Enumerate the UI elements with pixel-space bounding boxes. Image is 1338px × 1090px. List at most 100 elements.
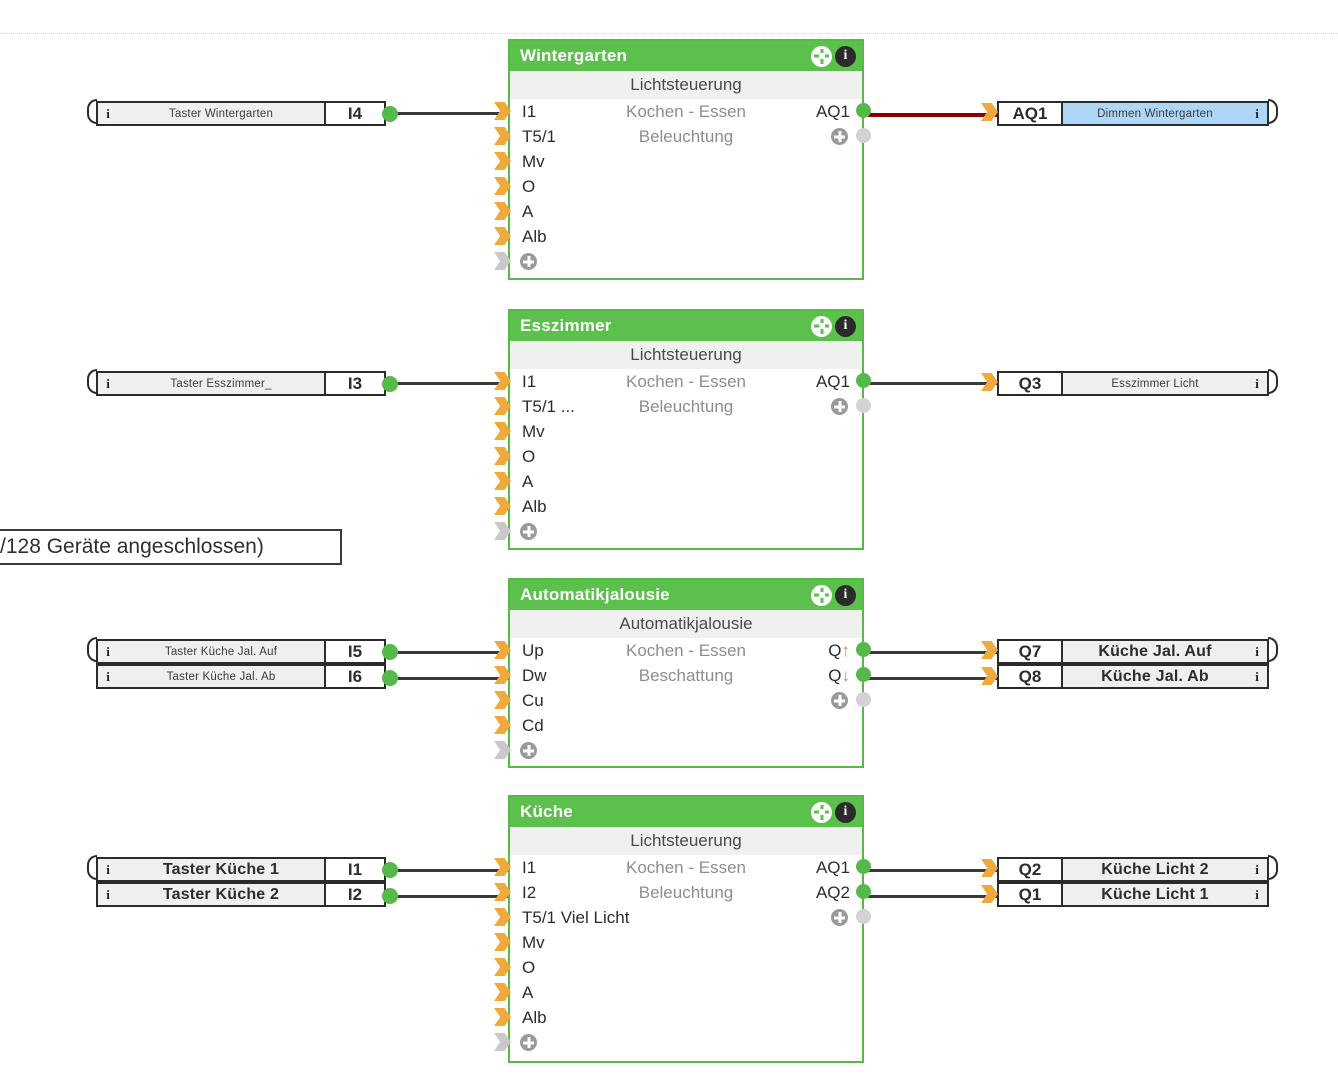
info-icon[interactable]: i [98, 103, 118, 124]
input-pin-label[interactable]: I2 [522, 883, 537, 902]
output-pin-label[interactable]: AQ1 [815, 372, 850, 391]
input-pin-label[interactable]: A [522, 983, 534, 1002]
info-icon[interactable]: i [835, 801, 856, 823]
wire-w-in-kueche2[interactable] [388, 895, 508, 898]
add-pin-icon[interactable] [520, 253, 537, 270]
block-input-terminal-add[interactable] [494, 252, 511, 270]
block-input-terminal[interactable] [494, 127, 511, 145]
output-pin[interactable] [382, 106, 398, 122]
input-pin-label[interactable]: Mv [522, 933, 545, 952]
info-icon[interactable]: i [835, 315, 856, 337]
output-terminal-id[interactable]: Q2 [999, 859, 1063, 880]
block-input-terminal-add[interactable] [494, 522, 511, 540]
input-pin-label[interactable]: Mv [522, 422, 545, 441]
wire-w-out-wintergarten[interactable] [868, 113, 998, 117]
block-input-terminal[interactable] [494, 958, 511, 976]
input-pin-label[interactable]: Alb [522, 1008, 547, 1027]
output-pin-label[interactable]: AQ1 [815, 858, 850, 877]
input-pin-label[interactable]: O [522, 177, 536, 196]
block-input-terminal[interactable] [494, 372, 511, 390]
output-pin-label[interactable]: Q↓ [828, 666, 850, 685]
block-input-terminal[interactable] [494, 858, 511, 876]
block-input-terminal[interactable] [494, 666, 511, 684]
move-handle-icon[interactable] [811, 801, 832, 823]
block-input-terminal[interactable] [494, 202, 511, 220]
add-pin-icon[interactable] [831, 692, 848, 709]
info-icon[interactable]: i [1247, 859, 1267, 880]
info-icon[interactable]: i [98, 884, 118, 905]
output-pin[interactable] [382, 888, 398, 904]
input-terminal-arrow[interactable] [981, 667, 998, 685]
input-terminal-id[interactable]: I5 [324, 641, 384, 662]
input-pin-label[interactable]: T5/1 [522, 127, 557, 146]
block-input-terminal[interactable] [494, 152, 511, 170]
block-output-pin-add[interactable] [856, 398, 871, 413]
input-pin-label[interactable]: I1 [522, 858, 537, 877]
info-icon[interactable]: i [1247, 884, 1267, 905]
wire-w-in-jal-auf[interactable] [388, 651, 508, 654]
output-pin-label[interactable]: Q↑ [828, 641, 850, 660]
output-pin[interactable] [382, 670, 398, 686]
info-icon[interactable]: i [1247, 666, 1267, 687]
input-pin-label[interactable]: I1 [522, 102, 537, 121]
input-terminal-id[interactable]: I6 [324, 666, 384, 687]
input-pin-label[interactable]: Mv [522, 152, 545, 171]
info-icon[interactable]: i [98, 859, 118, 880]
block-input-terminal[interactable] [494, 933, 511, 951]
input-terminal-arrow[interactable] [981, 373, 998, 391]
input-terminal-arrow[interactable] [981, 859, 998, 877]
output-terminal-id[interactable]: Q8 [999, 666, 1063, 687]
input-pin-label[interactable]: A [522, 472, 534, 491]
block-input-terminal[interactable] [494, 1008, 511, 1026]
input-pin-label[interactable]: I1 [522, 372, 537, 391]
input-pin-label[interactable]: O [522, 958, 536, 977]
info-icon[interactable]: i [98, 641, 118, 662]
block-input-terminal[interactable] [494, 102, 511, 120]
block-output-pin-add[interactable] [856, 128, 871, 143]
wire-w-in-kueche1[interactable] [388, 869, 508, 872]
input-pin-label[interactable]: O [522, 447, 536, 466]
output-pin-label[interactable]: AQ1 [815, 102, 850, 121]
block-input-terminal-add[interactable] [494, 741, 511, 759]
block-input-terminal[interactable] [494, 716, 511, 734]
block-input-terminal[interactable] [494, 883, 511, 901]
block-output-pin[interactable] [856, 642, 871, 657]
info-icon[interactable]: i [1247, 641, 1267, 662]
wire-w-in-wintergarten[interactable] [388, 112, 508, 115]
output-pin-label[interactable]: AQ2 [815, 883, 850, 902]
move-handle-icon[interactable] [811, 584, 832, 606]
input-terminal-arrow[interactable] [981, 641, 998, 659]
input-terminal-id[interactable]: I4 [324, 103, 384, 124]
input-pin-label[interactable]: Dw [522, 666, 547, 685]
wire-w-out-kueche2[interactable] [868, 895, 998, 898]
block-input-terminal-add[interactable] [494, 1033, 511, 1051]
input-terminal-arrow[interactable] [981, 885, 998, 903]
block-input-terminal[interactable] [494, 447, 511, 465]
add-pin-icon[interactable] [520, 742, 537, 759]
wire-w-out-esszimmer[interactable] [868, 382, 998, 385]
block-output-pin-add[interactable] [856, 909, 871, 924]
input-pin-label[interactable]: T5/1 Viel Licht [522, 908, 630, 927]
input-pin-label[interactable]: Cd [522, 716, 544, 735]
move-handle-icon[interactable] [811, 315, 832, 337]
move-handle-icon[interactable] [811, 45, 832, 67]
output-terminal-id[interactable]: Q7 [999, 641, 1063, 662]
wire-w-in-jal-ab[interactable] [388, 677, 508, 680]
block-output-pin[interactable] [856, 103, 871, 118]
input-terminal-arrow[interactable] [981, 103, 998, 121]
output-pin[interactable] [382, 376, 398, 392]
block-input-terminal[interactable] [494, 472, 511, 490]
